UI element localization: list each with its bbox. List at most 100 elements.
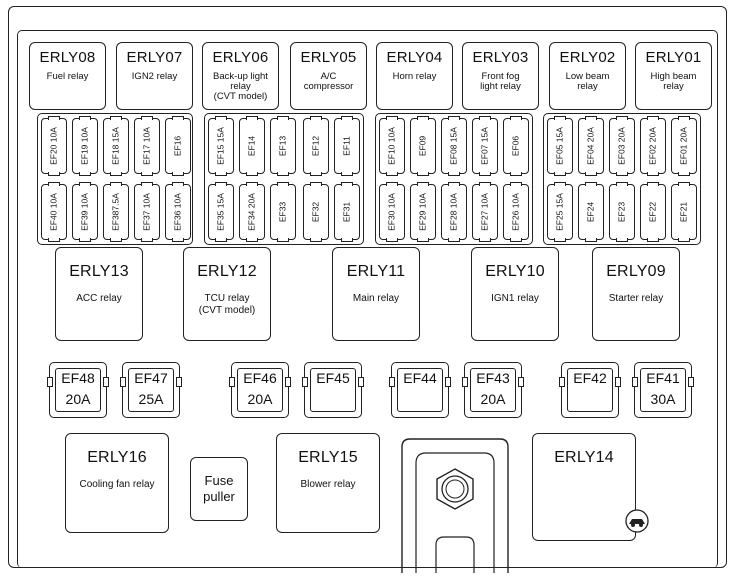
cartridge-fuse-ef42[interactable]: EF42 [559,362,621,418]
mini-fuse[interactable]: EF08 15A [441,116,467,176]
fuse-label: EF33 [277,201,288,223]
mini-fuse[interactable]: EF01 20A [671,116,697,176]
mini-fuse[interactable]: EF25 15A [547,182,573,242]
mini-fuse[interactable]: EF34 20A [239,182,265,242]
mini-fuse[interactable]: EF39 10A [72,182,98,242]
cartridge-fuse-ef44[interactable]: EF44 [389,362,451,418]
mini-fuse[interactable]: EF30 10A [379,182,405,242]
mini-fuse[interactable]: EF35 15A [208,182,234,242]
mini-fuse[interactable]: EF02 20A [640,116,666,176]
fuse-tab [277,172,289,176]
fuse-tab [358,377,364,387]
mini-fuse[interactable]: EF13 [270,116,296,176]
mini-fuse[interactable]: EF26 10A [503,182,529,242]
fuse-tab [585,172,597,176]
fuse-tab [417,182,429,186]
fuse-tab [48,116,60,120]
relay-description-line: (CVT model) [198,305,256,316]
mini-fuse[interactable]: EF03 20A [609,116,635,176]
mini-fuse[interactable]: EF24 [578,182,604,242]
fuse-label: EF39 10A [79,193,90,231]
relay-erly14[interactable]: ERLY14 [532,433,636,541]
mini-fuse[interactable]: EF33 [270,182,296,242]
mini-fuse[interactable]: EF36 10A [165,182,191,242]
fuse-window [237,368,283,412]
mini-fuse[interactable]: EF05 15A [547,116,573,176]
fuse-tab [215,182,227,186]
fuse-window [55,368,101,412]
mini-fuse[interactable]: EF18 15A [103,116,129,176]
fuse-label: EF34 20A [246,193,257,231]
fuse-label: EF01 20A [678,127,689,165]
mini-fuse[interactable]: EF31 [334,182,360,242]
mini-fuse[interactable]: EF14 [239,116,265,176]
cartridge-fuse-ef45[interactable]: EF45 [302,362,364,418]
mini-fuse[interactable]: EF10 10A [379,116,405,176]
cartridge-fuse-name: EF48 [61,370,95,386]
mini-fuse[interactable]: EF04 20A [578,116,604,176]
mini-fuse[interactable]: EF28 10A [441,182,467,242]
fuse-tab [554,182,566,186]
fuse-tab [110,182,122,186]
fuse-tab [445,377,451,387]
mini-fuse[interactable]: EF21 [671,182,697,242]
mini-fuse[interactable]: EF12 [303,116,329,176]
mini-fuse[interactable]: EF17 10A [134,116,160,176]
mini-fuse[interactable]: EF16 [165,116,191,176]
fuse-tab [554,116,566,120]
fuse-tab [510,116,522,120]
mini-fuse[interactable]: EF27 10A [472,182,498,242]
fuse-group-2 [204,113,364,245]
fuse-window [128,368,174,412]
relay-description-line: TCU relay [204,293,250,304]
relay-description-line: Main relay [352,293,400,304]
mini-fuse[interactable]: EF23 [609,182,635,242]
fuse-tab [510,238,522,242]
fuse-tab [678,182,690,186]
fuse-tab [585,116,597,120]
relay-description: TCU relay(CVT model) [199,293,256,317]
mini-fuse[interactable]: EF32 [303,182,329,242]
mini-fuse[interactable]: EF37 10A [134,182,160,242]
mini-fuse[interactable]: EF09 [410,116,436,176]
mini-fuse[interactable]: EF19 10A [72,116,98,176]
cartridge-fuse-rating: 20A [480,391,506,407]
mini-fuse[interactable]: EF29 10A [410,182,436,242]
fuse-tab [479,238,491,242]
mini-fuse[interactable]: EF20 10A [41,116,67,176]
terminal-stud-icon [401,438,509,573]
fuse-tab [48,172,60,176]
mini-fuse[interactable]: EF07 15A [472,116,498,176]
mini-fuse[interactable]: EF22 [640,182,666,242]
mini-fuse[interactable]: EF15 15A [208,116,234,176]
mini-fuse[interactable]: EF11 [334,116,360,176]
fuse-puller[interactable]: Fuse puller [190,457,248,521]
mini-fuse[interactable]: EF06 [503,116,529,176]
relay-description-line: relay [230,81,251,92]
relay-code: ERLY09 [606,263,666,280]
mini-fuse[interactable]: EF387.5A [103,182,129,242]
mini-fuse[interactable]: EF40 10A [41,182,67,242]
